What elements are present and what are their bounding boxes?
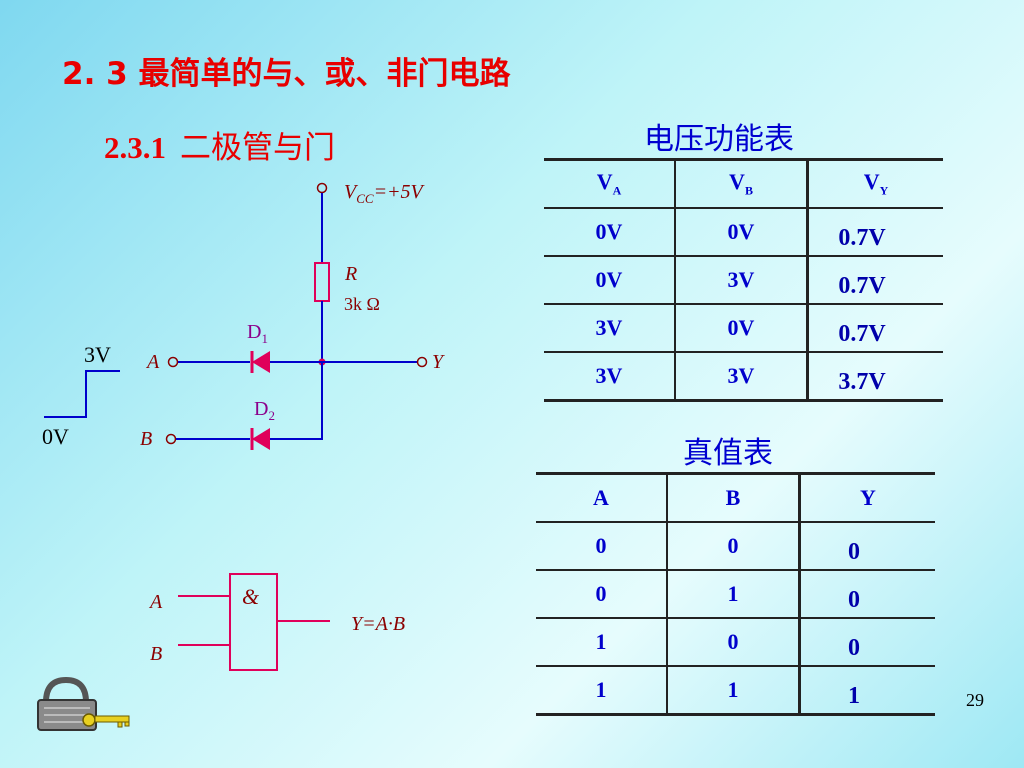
d2-to-node-wire	[270, 362, 323, 440]
d2-label: D2	[254, 398, 275, 423]
cell-b: 0	[666, 618, 800, 667]
cell-vy: 3.7V	[806, 352, 943, 402]
voltage-function-table: VA VB VY 0V 0V 0.7V 0V 3V 0.7V 3V 0V 0.7…	[544, 158, 943, 402]
resistor-label: R	[344, 263, 357, 285]
input-b-terminal	[165, 433, 177, 445]
section-number: 2.3.1	[104, 130, 166, 165]
table-row: 0V 0V 0.7V	[544, 208, 943, 257]
cell-b: 1	[666, 666, 800, 716]
cell-vy: 0.7V	[806, 256, 943, 305]
output-y-label: Y	[432, 351, 445, 373]
cell-a: 0	[536, 522, 667, 571]
table-row: 0 0 0	[536, 522, 935, 571]
header-y: Y	[798, 472, 935, 523]
cell-vb: 3V	[674, 352, 808, 402]
header-vb: VB	[674, 158, 808, 209]
pulse-low-label: 0V	[42, 424, 69, 449]
cell-a: 0	[536, 570, 667, 619]
voltage-table-caption: 电压功能表	[644, 122, 794, 157]
vcc-terminal	[316, 182, 328, 194]
resistor	[314, 262, 330, 302]
cell-y: 0	[798, 618, 935, 667]
cell-y: 0	[798, 522, 935, 571]
cell-vy: 0.7V	[806, 208, 943, 257]
header-b: B	[666, 472, 800, 523]
pulse-high-label: 3V	[84, 342, 111, 367]
truth-table-caption: 真值表	[683, 436, 773, 471]
cell-y: 1	[798, 666, 935, 716]
table-row: 1 1 1	[536, 666, 935, 716]
cell-b: 1	[666, 570, 800, 619]
cell-vb: 3V	[674, 256, 808, 305]
section-title: 二极管与门	[180, 130, 335, 166]
table-row: 3V 3V 3.7V	[544, 352, 943, 402]
padlock-key-icon	[37, 676, 130, 731]
table-header-row: A B Y	[536, 472, 935, 523]
vcc-label: VCC=+5V	[344, 181, 426, 206]
input-b-label: B	[140, 428, 152, 450]
cell-vy: 0.7V	[806, 304, 943, 353]
cell-va: 3V	[544, 304, 675, 353]
section-heading: 2.3.1 二极管与门	[104, 122, 335, 167]
d1-label: D1	[247, 321, 268, 346]
header-a: A	[536, 472, 667, 523]
input-pulse-waveform	[44, 370, 120, 418]
table-row: 3V 0V 0.7V	[544, 304, 943, 353]
cell-a: 1	[536, 666, 667, 716]
cell-va: 0V	[544, 208, 675, 257]
gate-ampersand: &	[242, 584, 260, 609]
input-a-label: A	[145, 351, 160, 373]
resistor-value: 3k Ω	[344, 294, 380, 314]
cell-va: 3V	[544, 352, 675, 402]
header-vy: VY	[806, 158, 943, 209]
input-a-terminal	[167, 356, 179, 368]
cell-vb: 0V	[674, 208, 808, 257]
cell-b: 0	[666, 522, 800, 571]
table-row: 0V 3V 0.7V	[544, 256, 943, 305]
gate-expression: Y=A·B	[351, 613, 405, 635]
truth-table: A B Y 0 0 0 0 1 0 1 0 0 1 1 1	[536, 472, 935, 716]
table-row: 1 0 0	[536, 618, 935, 667]
cell-va: 0V	[544, 256, 675, 305]
d1-diode	[252, 351, 270, 373]
cell-vb: 0V	[674, 304, 808, 353]
page-number: 29	[966, 690, 984, 710]
header-va: VA	[544, 158, 675, 209]
table-row: 0 1 0	[536, 570, 935, 619]
gate-input-a-label: A	[148, 591, 163, 613]
slide-title: 2. 3 最简单的与、或、非门电路	[62, 56, 511, 92]
table-header-row: VA VB VY	[544, 158, 943, 209]
output-y-terminal	[416, 356, 428, 368]
cell-y: 0	[798, 570, 935, 619]
d2-diode	[252, 428, 270, 450]
gate-input-b-label: B	[150, 643, 162, 665]
cell-a: 1	[536, 618, 667, 667]
